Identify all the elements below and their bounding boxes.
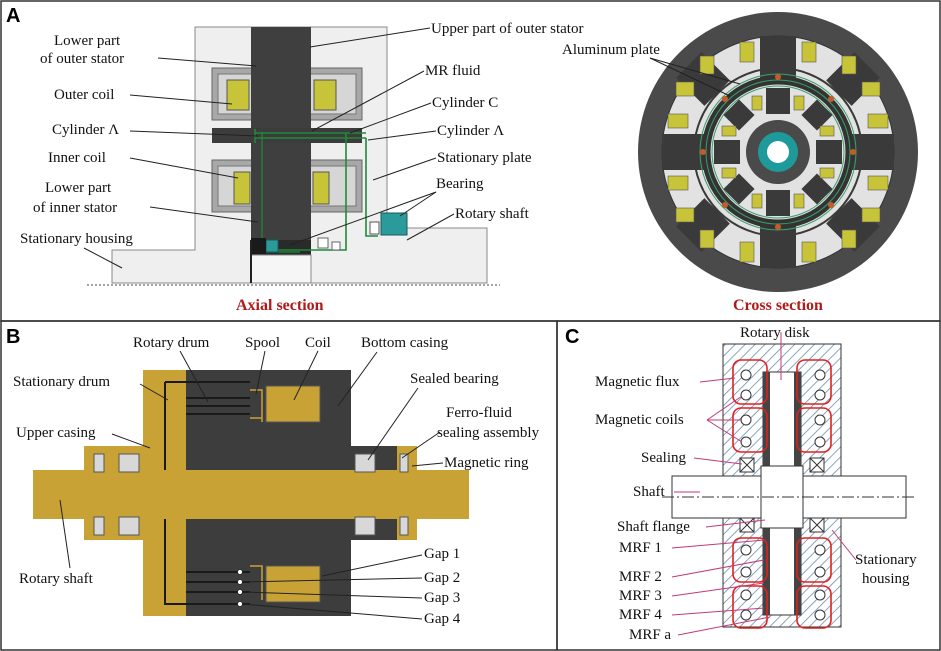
label-upper-outer-stator: Upper part of outer stator	[431, 21, 583, 37]
label-mr-fluid: MR fluid	[425, 63, 481, 79]
label-rotary-shaft-b: Rotary shaft	[19, 571, 94, 587]
label-magnetic-ring: Magnetic ring	[444, 455, 529, 471]
panel-c: C	[565, 325, 917, 643]
label-outer-coil: Outer coil	[54, 87, 114, 103]
axial-section-drawing	[87, 26, 500, 286]
label-sealed-bearing: Sealed bearing	[410, 371, 499, 387]
label-stationary-drum: Stationary drum	[13, 374, 110, 390]
bearing-large	[380, 212, 408, 236]
bearing-b-3	[354, 453, 376, 473]
cross-section-drawing	[638, 12, 918, 292]
label-ferro-fluid-1: Ferro-fluid	[446, 405, 512, 421]
label-shaft-flange: Shaft flange	[617, 519, 690, 535]
coil-b-top	[265, 385, 321, 423]
inner-coil-right	[312, 171, 330, 205]
label-gap4: Gap 4	[424, 611, 461, 627]
panel-c-drawing	[662, 332, 915, 629]
label-rotary-drum: Rotary drum	[133, 335, 210, 351]
label-stationary-plate: Stationary plate	[437, 150, 532, 166]
bearing-b-4	[354, 516, 376, 536]
label-mrf1: MRF 1	[619, 540, 662, 556]
label-coil-b: Coil	[305, 335, 331, 351]
label-gap3: Gap 3	[424, 590, 460, 606]
bearing-b-1	[118, 453, 140, 473]
label-gap2: Gap 2	[424, 570, 460, 586]
label-magnetic-coils: Magnetic coils	[595, 412, 684, 428]
label-bearing: Bearing	[436, 176, 484, 192]
label-stationary-housing-c-2: housing	[862, 571, 910, 587]
label-spool: Spool	[245, 335, 280, 351]
label-inner-coil: Inner coil	[48, 150, 106, 166]
label-lower-inner-stator-2: of inner stator	[33, 200, 117, 216]
bearing-b-2	[118, 516, 140, 536]
label-lower-outer-stator-2: of outer stator	[40, 51, 124, 67]
label-shaft: Shaft	[633, 484, 665, 500]
label-rotary-shaft-a: Rotary shaft	[455, 206, 530, 222]
label-cylinder-c: Cylinder C	[432, 95, 498, 111]
label-rotary-disk: Rotary disk	[740, 325, 810, 341]
label-bottom-casing: Bottom casing	[361, 335, 449, 351]
panel-b-drawing	[33, 370, 469, 616]
label-gap1: Gap 1	[424, 546, 460, 562]
label-sealing: Sealing	[641, 450, 686, 466]
label-cylinder-a-left: Cylinder Λ	[52, 122, 119, 138]
panel-a-letter: A	[6, 5, 20, 27]
cylinder-a-plate	[212, 128, 362, 143]
label-stationary-housing-c-1: Stationary	[855, 552, 917, 568]
label-mrf4: MRF 4	[619, 607, 662, 623]
label-aluminum-plate: Aluminum plate	[562, 42, 660, 58]
panel-b-letter: B	[6, 326, 20, 348]
label-mrf3: MRF 3	[619, 588, 662, 604]
label-upper-casing: Upper casing	[16, 425, 96, 441]
bearing-small	[265, 239, 279, 253]
panel-c-letter: C	[565, 326, 579, 348]
coil-b-bottom	[265, 565, 321, 603]
caption-cross-section: Cross section	[733, 297, 823, 314]
label-cylinder-a-right: Cylinder Λ	[437, 123, 504, 139]
outer-coil-right	[313, 79, 337, 111]
label-lower-outer-stator-1: Lower part	[54, 33, 121, 49]
label-mrfa: MRF a	[629, 627, 671, 643]
label-lower-inner-stator-1: Lower part	[45, 180, 112, 196]
label-ferro-fluid-2: sealing assembly	[437, 425, 540, 441]
inner-coil-left	[233, 171, 251, 205]
label-stationary-housing-a: Stationary housing	[20, 231, 133, 247]
label-mrf2: MRF 2	[619, 569, 662, 585]
panel-b: B	[6, 326, 540, 627]
panel-a: A	[6, 5, 918, 314]
caption-axial-section: Axial section	[236, 297, 324, 314]
outer-coil-left	[226, 79, 250, 111]
label-magnetic-flux: Magnetic flux	[595, 374, 680, 390]
